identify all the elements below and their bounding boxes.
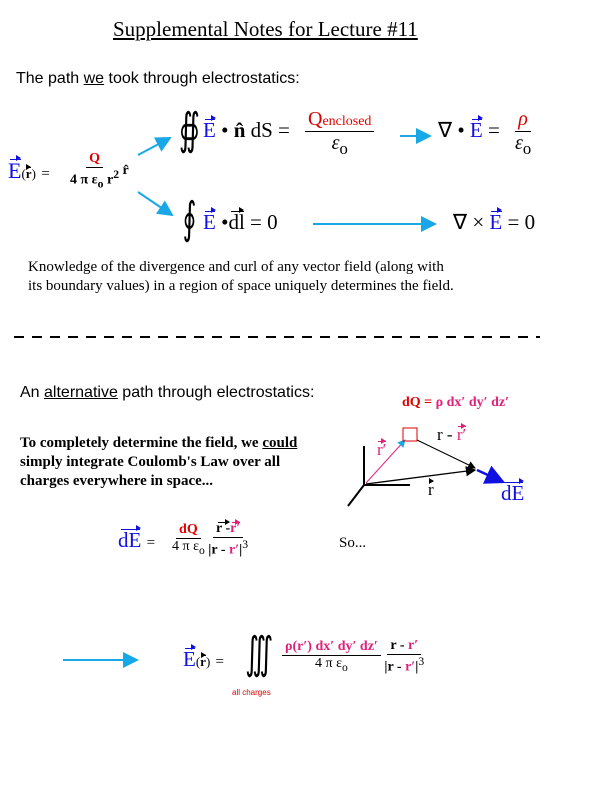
coulomb-paragraph: To completely determine the field, we co…: [20, 435, 298, 489]
dE-label: dE: [501, 478, 525, 505]
axis-y: [347, 484, 365, 507]
page-title: Supplemental Notes for Lecture #11: [113, 17, 418, 41]
integral-domain: all charges: [232, 688, 271, 697]
circulation-integral: ∮: [182, 194, 197, 243]
volume-element: [402, 427, 418, 442]
vector-dE: [476, 465, 506, 484]
circulation-eq: E •dl = 0: [203, 207, 278, 234]
rprime-label: r′: [377, 437, 387, 459]
gauss-law: ∯: [178, 105, 200, 154]
triple-integral: ∭: [245, 629, 274, 678]
divergence-eq: ∇ • E =: [438, 115, 500, 142]
vector-r-minus-rprime: [416, 439, 476, 469]
heading-path: The path we took through electrostatics:: [16, 70, 300, 87]
dQ-label: dQ = ρ dx′ dy′ dz′: [402, 395, 510, 410]
curl-eq: ∇ × E = 0: [453, 207, 536, 234]
arrow-down: [137, 191, 174, 217]
r-minus-rprime-label: r - r′: [437, 422, 467, 444]
final-equation: E(r) =: [183, 644, 225, 671]
arrow-up: [137, 137, 172, 156]
r-label: r: [428, 477, 434, 499]
vector-rprime: [365, 439, 406, 484]
so-text: So...: [339, 535, 367, 551]
knowledge-text: Knowledge of the divergence and curl of …: [28, 259, 454, 294]
coulomb-law: E(r) =: [8, 155, 50, 183]
dE-equation: dE =: [118, 525, 156, 552]
heading-alternative: An alternative path through electrostati…: [20, 384, 315, 401]
final-fraction: ρ(r′) dx′ dy′ dz′4 π εo r - r′|r - r′|3: [282, 638, 424, 676]
gauss-integrand: E • n̂ dS =: [203, 115, 290, 142]
vector-r: [365, 466, 477, 485]
